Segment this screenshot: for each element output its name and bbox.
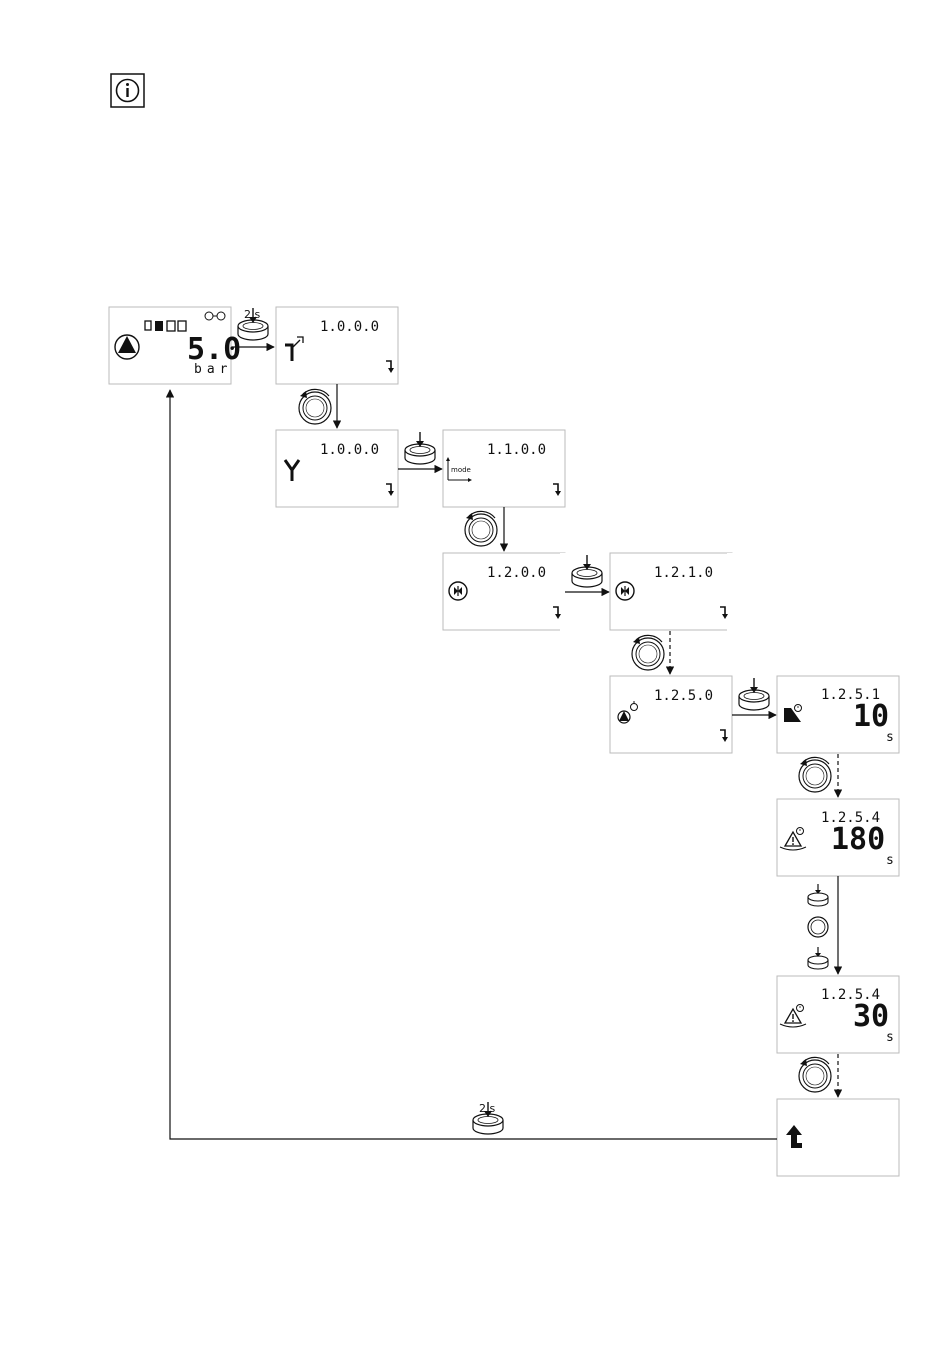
menu-code: 1.2.1.0 [654,565,713,581]
menu-code: 1.2.5.0 [654,688,713,704]
press-button-icon [808,884,828,906]
setting-value: 180 [831,822,885,857]
setting-unit: s [886,853,894,868]
rotary-knob-icon [799,757,831,792]
mode-icon-label: mode [451,466,471,474]
menu-code: 1.1.0.0 [487,442,546,458]
pump-icon [115,335,139,359]
rotary-knob-icon [299,389,331,424]
screen-1000-easy: 1.0.0.0 [276,307,398,384]
rotary-knob-icon [632,635,664,670]
hold-duration-label: 2 s [244,308,260,321]
pump-settings-icon [616,582,634,600]
setting-unit: s [886,730,894,745]
press-button-icon [405,432,435,464]
rotary-knob-icon [465,511,497,546]
screen-1210: 1.2.1.0 [610,553,733,631]
screen-1251: 1.2.5.1 10 s [777,676,899,753]
pump-settings-icon [449,582,467,600]
menu-code: 1.0.0.0 [320,442,379,458]
screen-1200: 1.2.0.0 [443,553,566,631]
menu-code: 1.0.0.0 [320,319,379,335]
setting-value: 30 [853,999,889,1034]
home-unit: bar [194,362,232,377]
screen-1000-expert: 1.0.0.0 [276,430,398,507]
screen-1254-after: 1.2.5.4 30 s [777,976,899,1053]
press-2s-button-top: 2 s [238,308,268,340]
screen-1250: 1.2.5.0 [610,676,732,753]
screen-1254-before: 1.2.5.4 180 s [777,799,899,876]
home-screen: 5.0 bar [109,307,241,384]
rotary-knob-icon [808,917,828,937]
info-circle-icon [111,74,144,107]
menu-code: 1.2.0.0 [487,565,546,581]
press-2s-button-bottom: 2 s [473,1102,503,1134]
screen-1100: 1.1.0.0 mode [443,430,565,507]
setting-value: 10 [853,699,889,734]
press-button-icon [739,678,769,710]
press-button-icon [808,947,828,969]
rotary-knob-icon [799,1057,831,1092]
press-button-icon [572,555,602,587]
setting-unit: s [886,1030,894,1045]
hold-duration-label: 2 s [479,1102,495,1115]
screen-back [777,1099,899,1176]
